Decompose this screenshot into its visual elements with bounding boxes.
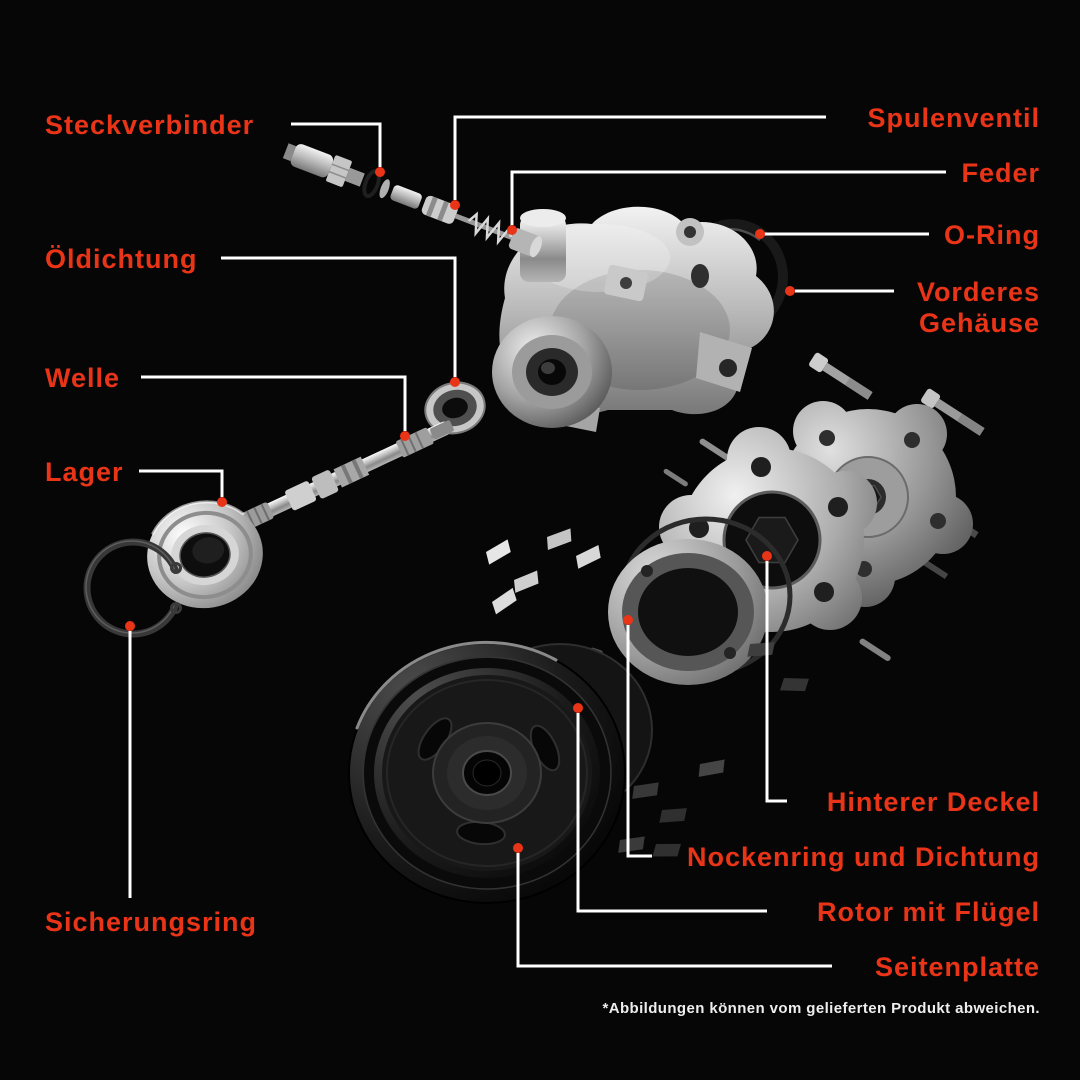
part-oil-seal <box>424 381 486 435</box>
leader-dot-hinterer-deckel <box>762 551 772 561</box>
leader-rotor <box>576 713 767 913</box>
spring-icon <box>467 211 512 246</box>
label-hinterer-deckel: Hinterer Deckel <box>826 787 1040 817</box>
leader-dot-lager <box>217 497 227 507</box>
vanes-light <box>486 528 601 615</box>
bolt-icon <box>921 388 985 436</box>
leader-feder <box>510 170 946 225</box>
bolt-icon <box>809 352 873 400</box>
leader-dot-nockenring <box>623 615 633 625</box>
leader-lager <box>139 469 224 497</box>
leader-dot-vorderes-gehaeuse <box>785 286 795 296</box>
vanes-dark <box>618 642 809 857</box>
part-cam-ring <box>608 516 793 685</box>
leader-spulenventil <box>453 115 826 200</box>
label-seitenplatte: Seitenplatte <box>874 952 1040 982</box>
label-welle: Welle <box>45 363 121 393</box>
leader-seitenplatte <box>516 853 832 968</box>
part-pulley <box>348 640 626 904</box>
label-steckverbinder: Steckverbinder <box>45 110 255 140</box>
connector-body <box>290 144 334 178</box>
leader-dot-seitenplatte <box>513 843 523 853</box>
leader-dot-oeldichtung <box>450 377 460 387</box>
label-o-ring: O-Ring <box>944 220 1040 250</box>
connector-cap <box>282 143 297 162</box>
part-front-housing <box>492 206 774 432</box>
leader-welle <box>141 375 407 431</box>
leader-dot-feder <box>507 225 517 235</box>
leader-dot-o-ring <box>755 229 765 239</box>
dowel-pin-icon <box>699 438 731 461</box>
part-shaft <box>235 420 454 533</box>
leader-dot-rotor <box>573 703 583 713</box>
leader-dot-steckverbinder <box>375 167 385 177</box>
label-oeldichtung: Öldichtung <box>45 244 198 274</box>
label-rotor-mit-fluegel: Rotor mit Flügel <box>817 897 1040 927</box>
label-feder: Feder <box>961 158 1040 188</box>
leader-dot-spulenventil <box>450 200 460 210</box>
leader-oeldichtung <box>221 256 457 377</box>
dowel-pin-icon <box>663 468 688 487</box>
label-vorderes-gehaeuse: Vorderes Gehäuse <box>916 277 1040 339</box>
label-spulenventil: Spulenventil <box>867 103 1040 133</box>
leader-lines <box>125 115 946 968</box>
label-nockenring-und-dichtung: Nockenring und Dichtung <box>687 842 1040 872</box>
part-bearing <box>147 500 263 609</box>
leader-dot-sicherungsring <box>125 621 135 631</box>
leader-nockenring <box>626 625 652 858</box>
disclaimer-footnote: *Abbildungen können vom gelieferten Prod… <box>602 1000 1040 1017</box>
label-lager: Lager <box>45 457 124 487</box>
part-snap-ring <box>83 538 183 638</box>
label-sicherungsring: Sicherungsring <box>45 907 258 937</box>
leader-dot-welle <box>400 431 410 441</box>
dowel-pin-icon <box>859 638 891 661</box>
leader-steckverbinder <box>291 122 382 167</box>
leader-hinterer-deckel <box>765 561 787 803</box>
part-valve-train <box>282 143 543 258</box>
